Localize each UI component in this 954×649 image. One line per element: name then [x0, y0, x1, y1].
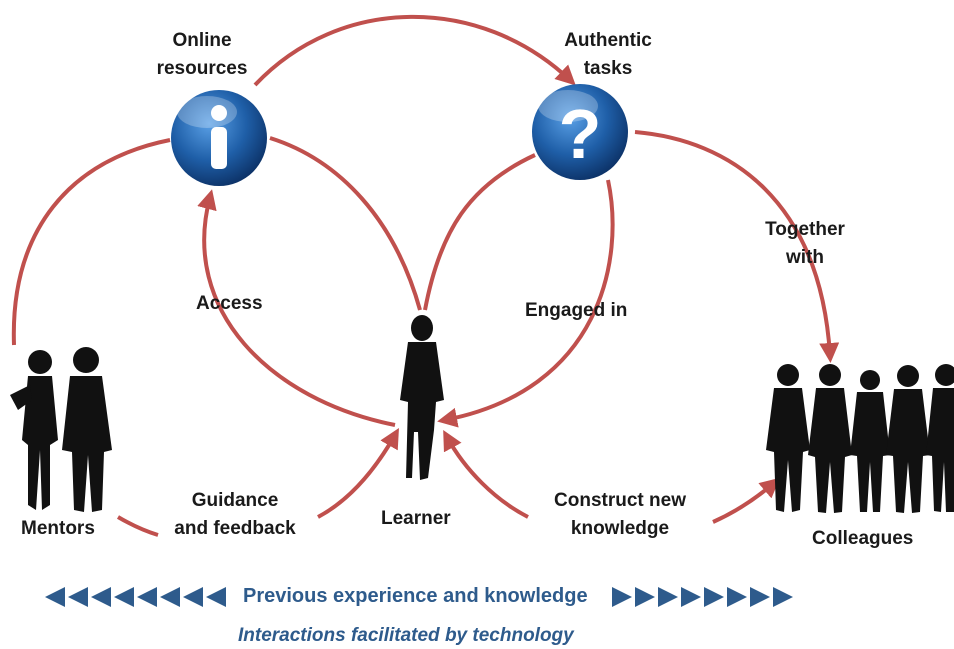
colleagues-label: Colleagues — [812, 528, 914, 549]
right-chevrons — [612, 587, 793, 607]
right-chevron-icon — [727, 587, 747, 607]
left-chevron-icon — [45, 587, 65, 607]
learner-silhouette — [400, 315, 444, 480]
left-chevron-icon — [183, 587, 203, 607]
right-chevron-icon — [750, 587, 770, 607]
mentors-silhouette — [10, 347, 112, 512]
online-resources-line2: resources — [156, 58, 248, 79]
info-icon — [171, 90, 267, 186]
construct-line1: Construct new — [554, 490, 686, 511]
arrow-mentors-to-guidance — [116, 515, 159, 537]
interactions-text: Interactions facilitated by technology — [238, 625, 574, 646]
right-chevron-icon — [704, 587, 724, 607]
authentic-tasks-line1: Authentic — [564, 30, 652, 51]
arrow-tasks-to-learner-engaged — [437, 179, 615, 428]
left-chevrons — [45, 587, 226, 607]
right-chevron-icon — [612, 587, 632, 607]
online-resources-line1: Online — [172, 30, 232, 51]
arrow-online-to-tasks — [253, 14, 576, 87]
right-chevron-icon — [635, 587, 655, 607]
arrow-tasks-to-colleagues — [634, 130, 840, 363]
colleagues-silhouette — [766, 364, 954, 513]
learner-label: Learner — [381, 508, 451, 529]
right-chevron-icon — [773, 587, 793, 607]
construct-line2: knowledge — [570, 518, 670, 539]
svg-text:?: ? — [559, 95, 602, 173]
arrow-construct-to-colleagues — [712, 477, 781, 524]
guidance-line2: and feedback — [174, 518, 296, 539]
together-with-label: Together with — [735, 216, 875, 272]
construct-knowledge-label: Construct new knowledge — [540, 487, 700, 543]
arrow-learner-to-online-access — [197, 189, 396, 427]
guidance-feedback-label: Guidance and feedback — [160, 487, 310, 543]
authentic-tasks-label: Authentic tasks — [533, 27, 683, 83]
together-line2: with — [786, 247, 824, 268]
previous-experience-text: Previous experience and knowledge — [243, 585, 588, 607]
left-chevron-icon — [114, 587, 134, 607]
mentors-label: Mentors — [21, 518, 95, 539]
arrow-online-to-learner-curve — [269, 136, 422, 311]
together-line1: Together — [765, 219, 845, 240]
right-chevron-icon — [658, 587, 678, 607]
left-chevron-icon — [160, 587, 180, 607]
engaged-in-label: Engaged in — [525, 300, 628, 321]
arrow-construct-to-learner — [443, 429, 529, 519]
online-resources-label: Online resources — [127, 27, 277, 83]
left-chevron-icon — [91, 587, 111, 607]
question-icon: ? — [532, 84, 628, 180]
arrow-learner-to-tasks-curve — [423, 153, 536, 311]
right-chevron-icon — [681, 587, 701, 607]
guidance-line1: Guidance — [191, 490, 279, 511]
left-chevron-icon — [68, 587, 88, 607]
left-chevron-icon — [206, 587, 226, 607]
authentic-tasks-line2: tasks — [583, 58, 633, 79]
arrow-guidance-to-learner — [317, 428, 399, 519]
left-chevron-icon — [137, 587, 157, 607]
access-label: Access — [196, 293, 263, 314]
arrow-mentors-to-online — [11, 138, 171, 346]
